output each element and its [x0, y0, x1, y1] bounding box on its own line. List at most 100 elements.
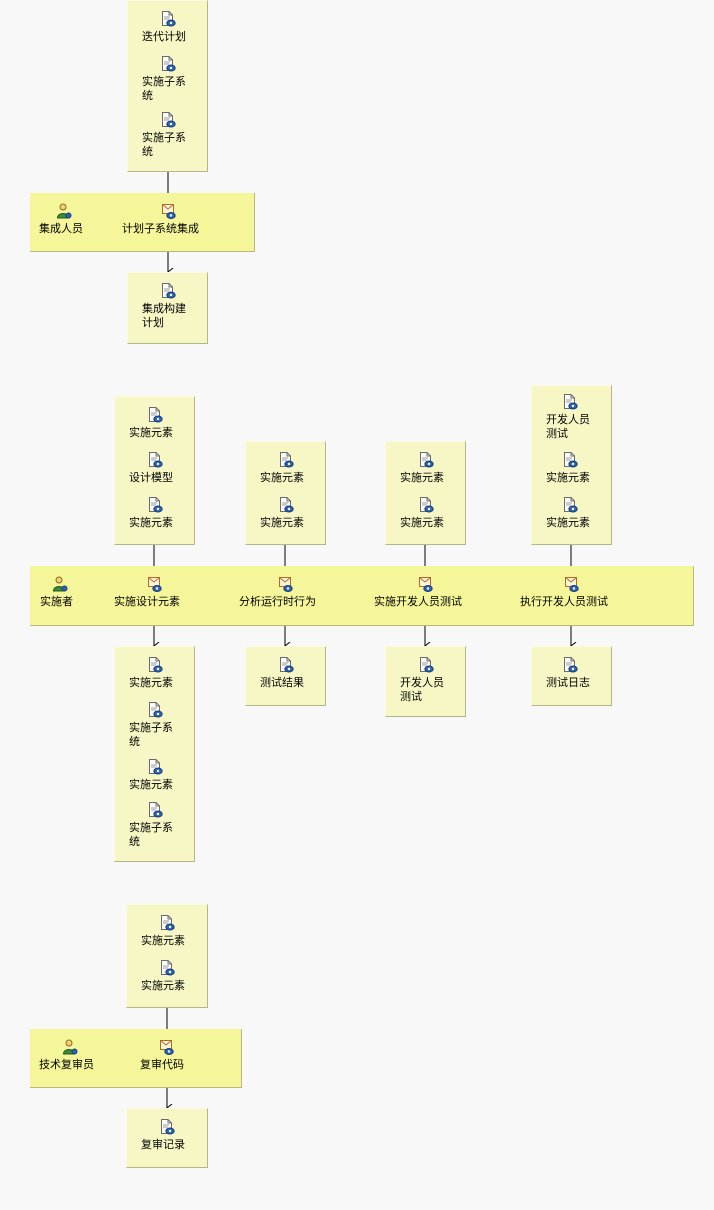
task-label: 复审代码 [140, 1058, 184, 1071]
role-person-icon [56, 203, 72, 219]
artifact-item[interactable]: 实施元素 [127, 958, 209, 998]
role-swimlane: 集成人员 计划子系统集成 [30, 193, 255, 252]
role-item[interactable]: 实施者 [34, 574, 94, 614]
artifact-doc-icon [147, 407, 163, 423]
artifact-doc-icon [147, 497, 163, 513]
artifact-group-outputs: 开发人员测试 [385, 646, 466, 717]
artifact-doc-icon [159, 960, 175, 976]
artifact-group-inputs: 实施元素 实施元素 [245, 441, 326, 545]
artifact-item[interactable]: 实施子系统 [115, 702, 196, 750]
artifact-item[interactable]: 实施元素 [246, 495, 327, 535]
task-label: 执行开发人员测试 [520, 595, 608, 608]
artifact-doc-icon [562, 452, 578, 468]
artifact-doc-icon [562, 394, 578, 410]
artifact-label: 实施子系统 [129, 721, 173, 748]
role-swimlane: 实施者 实施设计元素 分析运行时行为 实施开发人员测试 执行开发人员测试 [30, 566, 694, 626]
artifact-item[interactable]: 设计模型 [115, 450, 196, 490]
artifact-item[interactable]: 复审记录 [127, 1117, 209, 1157]
role-label: 实施者 [40, 595, 73, 608]
artifact-label: 测试日志 [546, 676, 590, 689]
role-item[interactable]: 技术复审员 [34, 1037, 114, 1077]
artifact-doc-icon [147, 802, 163, 818]
artifact-doc-icon [160, 283, 176, 299]
artifact-item[interactable]: 集成构建计划 [128, 283, 209, 335]
artifact-doc-icon [278, 497, 294, 513]
artifact-group-outputs: 测试结果 [245, 646, 326, 706]
artifact-label: 实施元素 [400, 516, 444, 529]
artifact-label: 测试结果 [260, 676, 304, 689]
artifact-item[interactable]: 实施子系统 [128, 112, 209, 160]
artifact-item[interactable]: 实施元素 [127, 913, 209, 953]
artifact-group-inputs: 实施元素 设计模型 实施元素 [114, 396, 195, 545]
artifact-doc-icon [147, 759, 163, 775]
task-item[interactable]: 分析运行时行为 [236, 574, 336, 614]
role-person-icon [62, 1039, 78, 1055]
artifact-item[interactable]: 测试日志 [532, 655, 613, 695]
artifact-group-outputs: 复审记录 [126, 1108, 208, 1168]
task-item[interactable]: 计划子系统集成 [118, 201, 228, 241]
artifact-item[interactable]: 实施子系统 [115, 802, 196, 850]
artifact-label: 实施元素 [141, 979, 185, 992]
task-icon [158, 1039, 174, 1055]
task-icon [146, 576, 162, 592]
artifact-group-outputs: 测试日志 [531, 646, 612, 706]
artifact-item[interactable]: 实施元素 [532, 450, 613, 490]
artifact-doc-icon [418, 657, 434, 673]
task-icon [563, 576, 579, 592]
artifact-label: 迭代计划 [142, 30, 186, 43]
artifact-doc-icon [278, 657, 294, 673]
artifact-doc-icon [160, 11, 176, 27]
task-icon [417, 576, 433, 592]
task-item[interactable]: 执行开发人员测试 [516, 574, 626, 614]
artifact-item[interactable]: 实施子系统 [128, 56, 209, 104]
artifact-label: 设计模型 [129, 471, 173, 484]
artifact-doc-icon [278, 452, 294, 468]
artifact-doc-icon [562, 497, 578, 513]
artifact-doc-icon [159, 1119, 175, 1135]
artifact-doc-icon [160, 56, 176, 72]
artifact-group-inputs: 迭代计划 实施子系统 实施子系统 [127, 0, 208, 172]
artifact-doc-icon [160, 112, 176, 128]
artifact-label: 实施子系统 [142, 75, 186, 102]
artifact-item[interactable]: 实施元素 [115, 757, 196, 797]
task-item[interactable]: 复审代码 [130, 1037, 210, 1077]
artifact-label: 开发人员测试 [400, 676, 444, 703]
artifact-item[interactable]: 实施元素 [115, 655, 196, 695]
role-label: 技术复审员 [39, 1058, 94, 1071]
artifact-doc-icon [418, 497, 434, 513]
role-item[interactable]: 集成人员 [34, 201, 104, 241]
task-item[interactable]: 实施设计元素 [110, 574, 200, 614]
artifact-item[interactable]: 迭代计划 [128, 9, 209, 49]
artifact-item[interactable]: 实施元素 [115, 495, 196, 535]
artifact-label: 实施元素 [129, 676, 173, 689]
artifact-label: 实施元素 [129, 516, 173, 529]
role-swimlane: 技术复审员 复审代码 [30, 1029, 242, 1088]
role-label: 集成人员 [39, 222, 83, 235]
artifact-item[interactable]: 开发人员测试 [386, 655, 467, 707]
artifact-item[interactable]: 测试结果 [246, 655, 327, 695]
artifact-item[interactable]: 实施元素 [532, 495, 613, 535]
artifact-item[interactable]: 实施元素 [386, 450, 467, 490]
artifact-label: 实施子系统 [129, 821, 173, 848]
artifact-label: 实施元素 [129, 426, 173, 439]
artifact-group-inputs: 实施元素 实施元素 [385, 441, 466, 545]
artifact-item[interactable]: 实施元素 [386, 495, 467, 535]
artifact-item[interactable]: 实施元素 [246, 450, 327, 490]
artifact-label: 实施元素 [260, 471, 304, 484]
artifact-item[interactable]: 实施元素 [115, 405, 196, 445]
artifact-doc-icon [418, 452, 434, 468]
artifact-doc-icon [159, 915, 175, 931]
task-icon [160, 203, 176, 219]
task-label: 计划子系统集成 [122, 222, 199, 235]
task-item[interactable]: 实施开发人员测试 [370, 574, 480, 614]
artifact-label: 实施子系统 [142, 131, 186, 158]
task-label: 分析运行时行为 [239, 595, 316, 608]
artifact-doc-icon [562, 657, 578, 673]
artifact-group-outputs: 实施元素 实施子系统 实施元素 实施子系统 [114, 646, 195, 862]
artifact-item[interactable]: 开发人员测试 [532, 394, 613, 444]
task-label: 实施开发人员测试 [374, 595, 462, 608]
artifact-group-inputs: 实施元素 实施元素 [126, 904, 208, 1008]
artifact-doc-icon [147, 702, 163, 718]
artifact-label: 集成构建计划 [142, 302, 186, 329]
artifact-label: 实施元素 [546, 471, 590, 484]
